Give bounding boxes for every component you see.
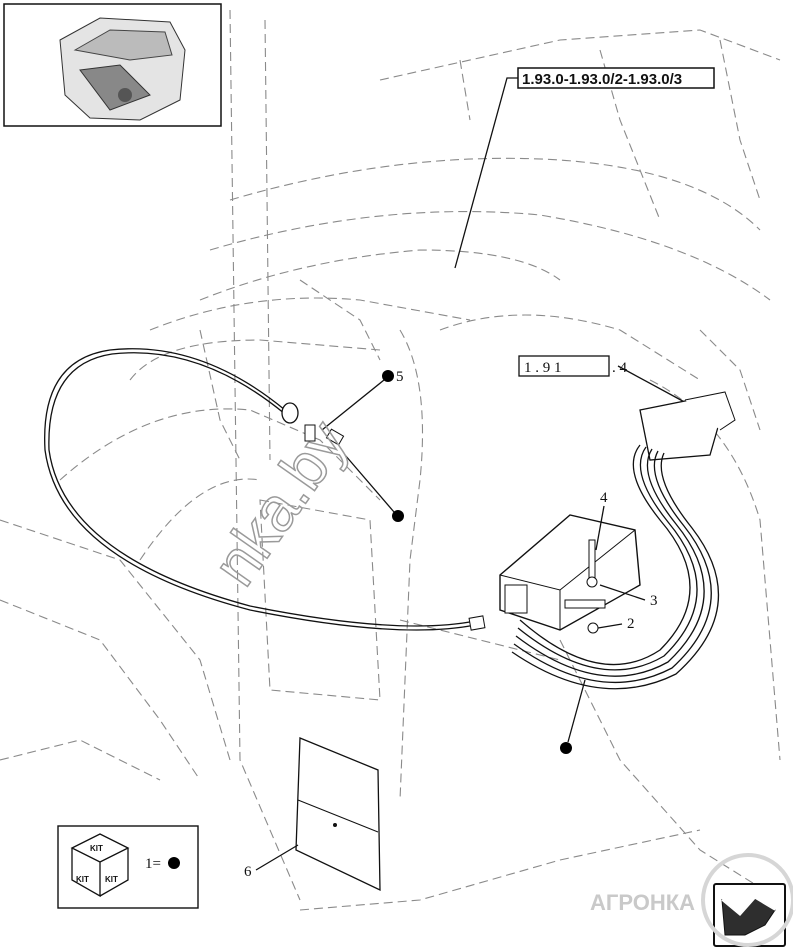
wiring-harness (511, 444, 720, 690)
svg-text:. 4: . 4 (612, 360, 628, 376)
brand-logo-circle (701, 853, 793, 947)
callout-4[interactable]: 4 (595, 490, 608, 551)
cable-loop (44, 348, 486, 631)
svg-text:6: 6 (244, 864, 252, 880)
svg-text:2: 2 (627, 616, 635, 632)
svg-text:3: 3 (650, 593, 658, 609)
svg-text:1 . 9 1: 1 . 9 1 (524, 360, 562, 376)
callout-6[interactable]: 6 (244, 844, 299, 880)
cab-outline-ghost (0, 9, 781, 911)
kit-legend: KIT KIT KIT 1= (57, 825, 199, 909)
reference-main[interactable]: 1.93.0-1.93.0/2-1.93.0/3 (454, 67, 715, 269)
cover-panel (295, 737, 381, 892)
cab-overview-thumbnail[interactable] (3, 3, 222, 127)
callout-2[interactable]: 2 (597, 616, 635, 632)
svg-text:KIT: KIT (90, 844, 103, 853)
svg-text:1.93.0-1.93.0/2-1.93.0/3: 1.93.0-1.93.0/2-1.93.0/3 (522, 71, 682, 88)
svg-text:KIT: KIT (105, 875, 118, 884)
svg-text:KIT: KIT (76, 875, 89, 884)
svg-text:5: 5 (396, 369, 404, 385)
svg-text:1=: 1= (145, 856, 161, 872)
callout-kit-dot-harness[interactable] (560, 679, 586, 754)
watermark-text: nka.by (200, 409, 361, 598)
brand-watermark: АГРОНКА (590, 890, 695, 915)
connector-plug (639, 391, 736, 461)
svg-text:4: 4 (600, 490, 608, 506)
next-page-button[interactable] (713, 883, 786, 947)
callout-3[interactable]: 3 (599, 584, 658, 609)
callout-5[interactable]: 5 (321, 369, 404, 431)
callout-kit-dot-1[interactable] (344, 454, 404, 522)
reference-sub[interactable]: 1 . 9 1 . 4 (518, 355, 691, 406)
control-module (499, 514, 641, 634)
